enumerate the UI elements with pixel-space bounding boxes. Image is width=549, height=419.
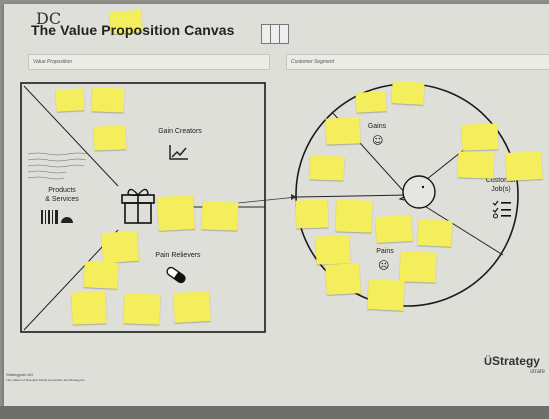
- value-proposition-field[interactable]: Value Proposition: [28, 54, 270, 70]
- pill-icon: [166, 266, 186, 284]
- services-label: & Services: [45, 196, 79, 203]
- products-label: Products: [48, 187, 76, 194]
- sticky-note[interactable]: [71, 291, 107, 325]
- sticky-note[interactable]: [367, 279, 405, 311]
- sticky-note[interactable]: [335, 199, 373, 233]
- sticky-note[interactable]: [417, 219, 453, 247]
- fit-arrow-head: [291, 194, 297, 200]
- sticky-note[interactable]: [391, 81, 425, 105]
- sticky-note[interactable]: [91, 87, 125, 113]
- footer-credit: The makers of Business Model Generation …: [6, 378, 85, 382]
- dc-logo-icon: DC: [36, 9, 62, 28]
- brand-name: Strategy: [491, 354, 540, 368]
- footer-company: Strategyzer AG: [6, 372, 34, 377]
- sticky-note[interactable]: [173, 291, 211, 323]
- sticky-note[interactable]: [325, 263, 361, 295]
- checklist-icon: [492, 200, 511, 219]
- pain-relievers-label: Pain Relievers: [155, 252, 201, 259]
- frown-icon: ☹: [378, 259, 390, 272]
- customer-segment-field[interactable]: Customer Segment: [286, 54, 549, 70]
- sticky-note[interactable]: [55, 88, 85, 112]
- circle-horizontal: [296, 194, 408, 198]
- sticky-note[interactable]: [123, 293, 161, 325]
- background-floor: [0, 406, 549, 419]
- sticky-note[interactable]: [355, 91, 387, 113]
- pains-label: Pains: [376, 248, 394, 255]
- canvas-board: [4, 4, 549, 408]
- chart-up-icon: [169, 145, 188, 160]
- customer-jobs-label: Customer Job(s): [476, 176, 526, 194]
- sticky-note[interactable]: [461, 123, 499, 151]
- gain-creators-label: Gain Creators: [158, 128, 202, 135]
- handwritten-notes: [27, 152, 89, 180]
- sticky-note[interactable]: [201, 201, 239, 231]
- gift-icon: [121, 188, 155, 224]
- products-services-label: Products & Services: [32, 186, 92, 204]
- brand-subtitle: strate: [530, 369, 546, 375]
- sticky-note[interactable]: [375, 215, 413, 243]
- sticky-note[interactable]: [100, 230, 140, 264]
- fit-arrow: [237, 196, 298, 204]
- face-profile-icon: [402, 175, 436, 209]
- sticky-note[interactable]: [325, 117, 361, 145]
- sticky-note[interactable]: [295, 199, 329, 229]
- page-title: The Value Proposition Canvas: [31, 22, 235, 38]
- smile-icon: ☺: [372, 134, 384, 147]
- jobs-label: Job(s): [491, 186, 511, 193]
- sticky-note[interactable]: [309, 155, 345, 181]
- sticky-note[interactable]: [315, 235, 351, 265]
- square-diagonal-top: [23, 85, 119, 187]
- sticky-note[interactable]: [457, 151, 495, 179]
- customer-label: Customer: [485, 177, 517, 184]
- sticky-note[interactable]: [505, 151, 543, 181]
- sticky-note[interactable]: [93, 125, 127, 151]
- barcode-icon: [41, 210, 73, 224]
- sticky-note[interactable]: [399, 251, 437, 283]
- copy-icon: [261, 24, 289, 44]
- sticky-note[interactable]: [83, 261, 119, 289]
- brand-logo-icon: Ü: [484, 356, 492, 368]
- sticky-note[interactable]: [157, 195, 195, 231]
- strategyzer-brand: ÜStrategy: [484, 354, 540, 368]
- gains-label: Gains: [367, 123, 387, 130]
